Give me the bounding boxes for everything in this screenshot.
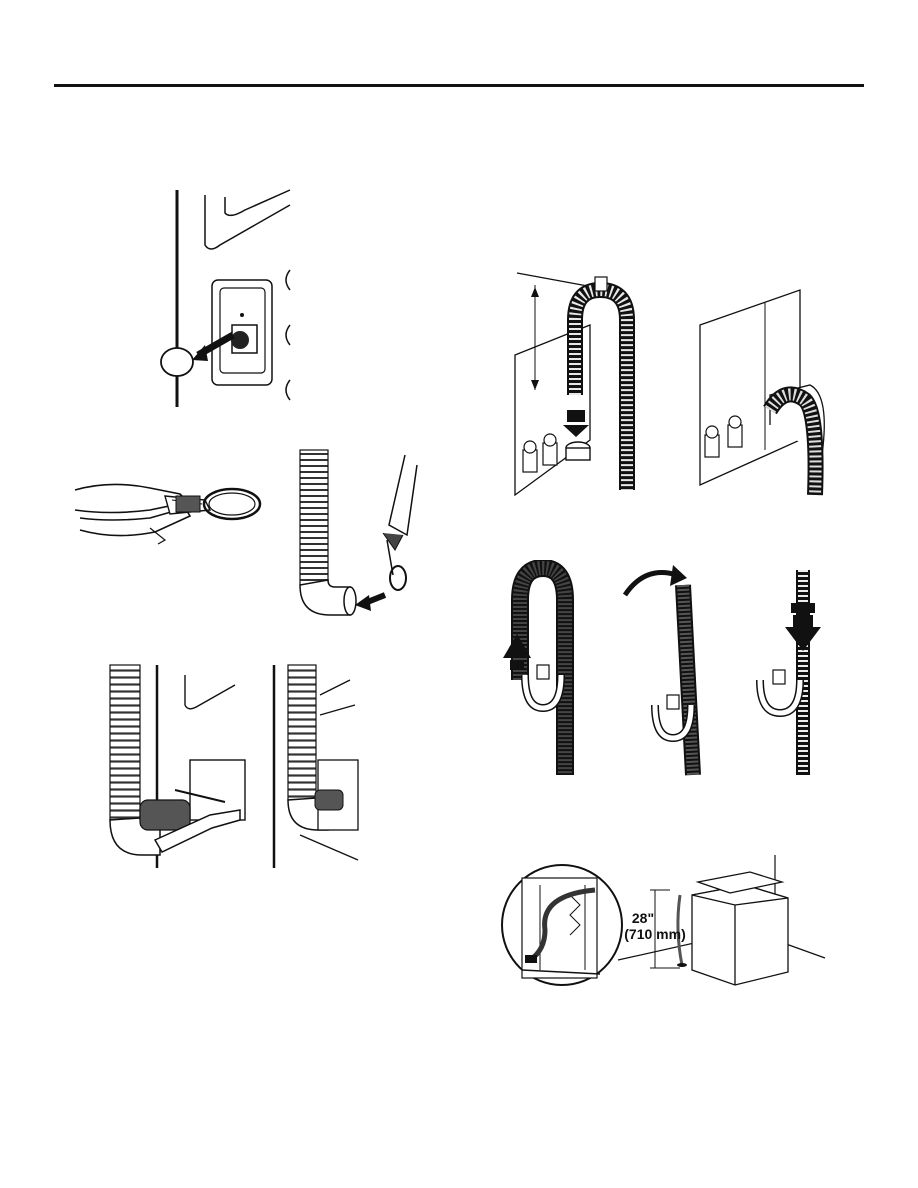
locking-pliers-with-clamp-icon (70, 470, 270, 550)
hose-hook-step-2-icon (615, 560, 705, 780)
drain-cap-removal-illustration (150, 185, 300, 415)
standpipe-hose-hook-illustration (505, 265, 645, 500)
hose-attached-illustration (270, 660, 360, 870)
height-inches-label: 28" (632, 910, 654, 926)
header-rule (54, 84, 864, 87)
height-mm-label: (710 mm) (624, 926, 685, 942)
floor-drain-washer-illustration: 28" (710 mm) (500, 850, 830, 1000)
hose-hook-step-1-icon (495, 560, 585, 780)
hose-hook-step-3-icon (745, 565, 835, 780)
laundry-tub-hose-illustration (690, 285, 840, 500)
drain-hose-elbow-clamp-icon (295, 445, 445, 625)
hose-attach-with-pliers-illustration (100, 660, 260, 870)
